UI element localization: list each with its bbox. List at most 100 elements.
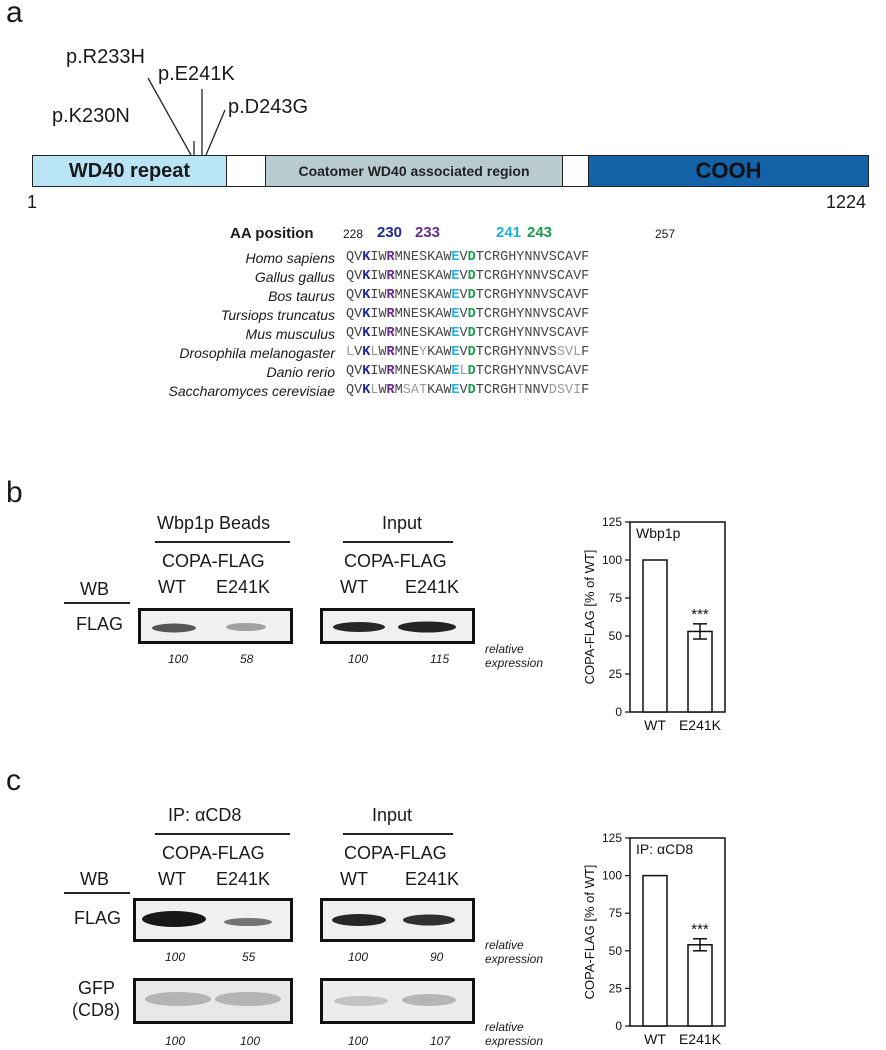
y-tick-label: 50	[609, 629, 623, 643]
chart-title: Wbp1p	[636, 525, 681, 541]
mutation-label-r233h: p.R233H	[66, 46, 145, 68]
blot-flag-beads	[138, 608, 293, 644]
flag-label-c: FLAG	[74, 908, 122, 928]
quant-flag-input-c-wt: 100	[348, 950, 369, 964]
domain-coatomer-label: Coatomer WD40 associated region	[298, 163, 530, 179]
wt-label-input-c: WT	[340, 869, 368, 889]
pos-233: 233	[415, 224, 441, 241]
construct-label-input-c: COPA-FLAG	[344, 843, 447, 863]
y-tick-label: 125	[602, 831, 622, 845]
significance-label: ***	[691, 921, 709, 938]
category-label: E241K	[679, 717, 722, 733]
sequence-row: QVKIWRMNESKAWEVDTCRGHYNNVSCAVF	[346, 326, 590, 341]
domain-linker-1	[226, 155, 266, 187]
chart-title: IP: αCD8	[636, 841, 693, 857]
quant-beads-mut: 58	[240, 652, 254, 666]
construct-label-ip: COPA-FLAG	[162, 843, 265, 863]
beads-label: Wbp1p Beads	[157, 513, 271, 533]
blot-gfp-input	[320, 978, 475, 1024]
mut-label-ip: E241K	[216, 869, 271, 889]
mut-label-input-b: E241K	[405, 577, 460, 597]
mut-label-input-c: E241K	[405, 869, 460, 889]
quant-gfp-ip-wt: 100	[165, 1034, 186, 1048]
sequence-row: QVKIWRMNESKAWEVDTCRGHYNNVSCAVF	[346, 288, 590, 303]
pos-228: 228	[343, 227, 364, 241]
ip-underline	[155, 833, 290, 835]
quant-gfp-input-mut: 107	[430, 1034, 451, 1048]
quant-input-b-mut: 115	[430, 652, 450, 666]
construct-label-input-b: COPA-FLAG	[344, 551, 447, 571]
y-tick-label: 100	[602, 869, 622, 883]
quant-flag-ip-mut: 55	[242, 950, 256, 964]
wt-label-beads: WT	[158, 577, 186, 597]
ip-label: IP: αCD8	[168, 805, 242, 825]
species-name: Danio rerio	[266, 364, 335, 380]
sequence-row: QVKLWRMSATKAWEVDTCRGHTNNVDSVIF	[346, 383, 590, 398]
wb-underline-b	[64, 602, 130, 604]
pos-257: 257	[655, 227, 676, 241]
wt-label-input-b: WT	[340, 577, 368, 597]
position-start: 1	[27, 192, 38, 212]
input-label-c: Input	[372, 805, 413, 825]
input-underline-c	[343, 833, 453, 835]
pos-241: 241	[496, 224, 522, 241]
pos-243: 243	[527, 224, 553, 241]
species-name: Gallus gallus	[254, 269, 335, 285]
quant-flag-ip-wt: 100	[165, 950, 186, 964]
quant-input-b-wt: 100	[348, 652, 369, 666]
species-name: Homo sapiens	[245, 250, 336, 266]
species-name: Saccharomyces cerevisiae	[168, 383, 335, 399]
wt-label-ip: WT	[158, 869, 186, 889]
domain-cooh	[588, 155, 869, 187]
position-end: 1224	[826, 192, 867, 212]
mutation-label-e241k: p.E241K	[158, 63, 235, 85]
y-tick-label: 25	[609, 981, 623, 995]
bar	[642, 874, 668, 1027]
y-tick-label: 25	[609, 667, 623, 681]
mutation-label-k230n: p.K230N	[52, 105, 130, 127]
y-tick-label: 0	[615, 705, 622, 719]
bar	[687, 630, 713, 713]
panel-label-c: c	[6, 764, 21, 797]
domain-cooh-label: COOH	[695, 158, 762, 183]
category-label: WT	[644, 1031, 666, 1045]
species-name: Mus musculus	[245, 326, 335, 342]
bar	[687, 944, 713, 1027]
mutation-pointer-lines	[147, 77, 226, 156]
wb-label-c: WB	[80, 869, 109, 889]
quant-flag-input-c-mut: 90	[430, 950, 444, 964]
sequence-row: QVKIWRMNESKAWEVDTCRGHYNNVSCAVF	[346, 307, 590, 322]
cd8-label: (CD8)	[72, 1000, 120, 1020]
blot-flag-input-c	[320, 898, 475, 942]
quant-gfp-ip-mut: 100	[240, 1034, 261, 1048]
y-tick-label: 100	[602, 553, 622, 567]
gfp-label: GFP	[78, 978, 116, 998]
beads-underline	[155, 541, 290, 543]
wb-underline-c	[64, 892, 130, 894]
species-name: Tursiops truncatus	[220, 307, 335, 323]
sequence-row: QVKIWRMNESKAWEVDTCRGHYNNVSCAVF	[346, 269, 590, 284]
flag-label-b: FLAG	[76, 614, 124, 634]
panel-label-b: b	[6, 476, 23, 509]
y-axis-label: COPA-FLAG [% of WT]	[582, 865, 597, 1000]
bar	[642, 559, 668, 713]
construct-label-beads: COPA-FLAG	[162, 551, 265, 571]
category-label: WT	[644, 717, 666, 733]
blot-gfp-ip	[133, 978, 293, 1024]
y-tick-label: 125	[602, 515, 622, 529]
species-name: Drosophila melanogaster	[179, 345, 335, 361]
y-tick-label: 75	[609, 591, 623, 605]
y-tick-label: 0	[615, 1019, 622, 1033]
mut-label-beads: E241K	[216, 577, 271, 597]
panel-label-a: a	[6, 0, 23, 29]
plot-frame	[629, 521, 726, 713]
mutation-label-d243g: p.D243G	[228, 96, 309, 118]
quant-gfp-input-wt: 100	[348, 1034, 369, 1048]
domain-linker-2	[562, 155, 589, 187]
input-label-b: Input	[382, 513, 423, 533]
blot-flag-ip	[133, 898, 293, 942]
